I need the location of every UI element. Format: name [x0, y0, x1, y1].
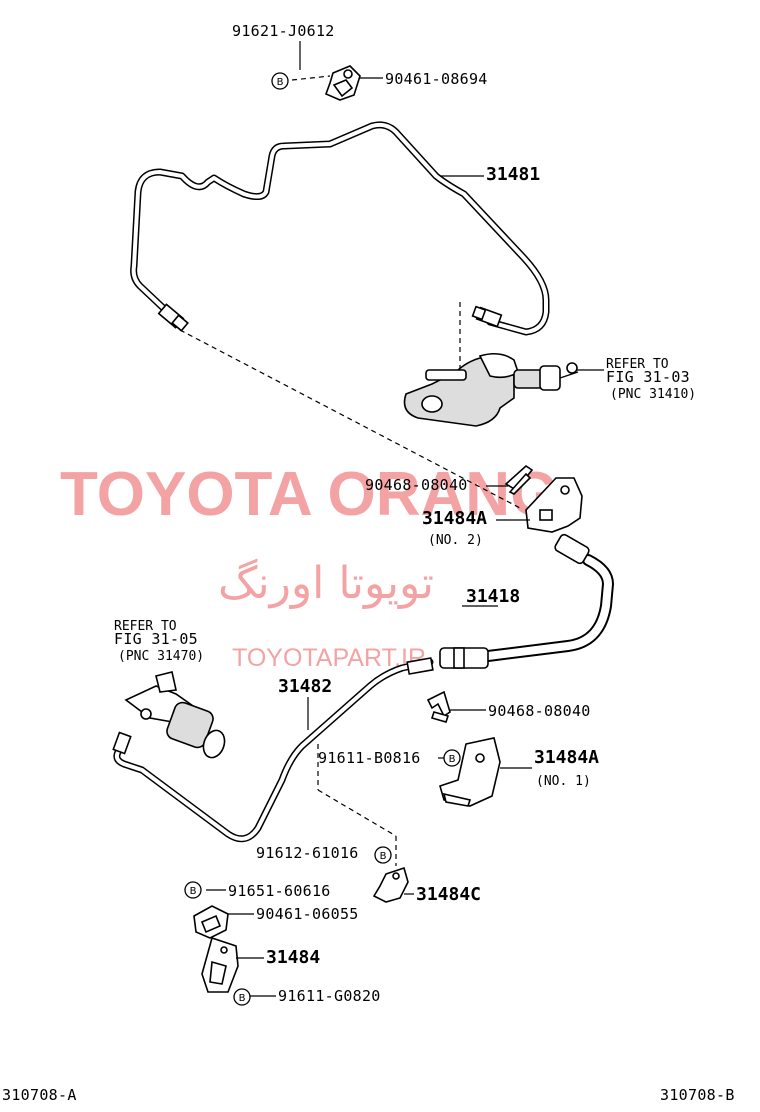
label-no1: (NO. 1)	[536, 774, 591, 789]
label-90461-06055: 90461-06055	[256, 905, 359, 923]
label-no2: (NO. 2)	[428, 533, 483, 548]
footer-left-code: 310708-A	[2, 1086, 77, 1104]
watermark-persian: تویوتا اورنگ	[218, 558, 434, 609]
label-31484A-no2: 31484A	[422, 508, 487, 529]
dash-91621	[291, 75, 331, 81]
release-cylinder-drawing	[124, 671, 226, 759]
svg-text:B: B	[380, 851, 387, 862]
svg-text:B: B	[190, 886, 197, 897]
bracket-31484A-no1-drawing	[439, 737, 501, 807]
footer-right-code: 310708-B	[660, 1086, 735, 1104]
label-91621-J0612: 91621-J0612	[232, 22, 335, 40]
dash-31481-bracket	[179, 329, 521, 509]
clamp-90461-08694-drawing	[324, 65, 361, 101]
clutch-pipe-31482	[112, 657, 434, 843]
bolt-callout-1: B	[271, 72, 289, 90]
bracket-31484-drawing	[201, 936, 239, 993]
dash-31482-c	[317, 789, 397, 837]
label-31481: 31481	[486, 164, 540, 185]
bolt-callout-3: B	[374, 846, 392, 864]
bracket-31484A-no2-drawing	[525, 477, 583, 533]
label-31484: 31484	[266, 947, 320, 968]
label-91611-B0816: 91611-B0816	[318, 749, 421, 767]
label-91651-60616: 91651-60616	[228, 882, 331, 900]
bolt-callout-5: B	[233, 988, 251, 1006]
label-ref1-line2: FIG 31-03	[606, 368, 690, 386]
flexible-hose-31418	[439, 533, 615, 669]
label-91611-G0820: 91611-G0820	[278, 987, 381, 1005]
label-31482: 31482	[278, 676, 332, 697]
label-ref1-line3: (PNC 31410)	[610, 387, 696, 402]
label-91612-61016: 91612-61016	[256, 844, 359, 862]
bolt-callout-2: B	[443, 749, 461, 767]
label-31484A-no1: 31484A	[534, 747, 599, 768]
label-90468-08040-mid: 90468-08040	[488, 702, 591, 720]
svg-text:B: B	[449, 754, 456, 765]
svg-text:B: B	[277, 77, 284, 88]
svg-text:B: B	[239, 993, 246, 1004]
clamp-90461-06055-drawing	[193, 905, 229, 939]
label-90461-08694: 90461-08694	[385, 70, 488, 88]
watermark-site: TOYOTAPART.IR	[232, 644, 426, 672]
master-cylinder-drawing	[403, 352, 579, 427]
bracket-31484C-drawing	[372, 866, 409, 903]
watermark-brand: TOYOTA ORANG	[60, 460, 558, 529]
label-ref2-line1: REFER TO	[114, 619, 177, 634]
label-ref2-line3: (PNC 31470)	[118, 649, 204, 664]
label-ref2-line2: FIG 31-05	[114, 630, 198, 648]
label-ref1-line1: REFER TO	[606, 357, 669, 372]
clutch-pipe-31481	[130, 121, 550, 336]
label-31418: 31418	[466, 586, 520, 607]
label-90468-08040-top: 90468-08040	[365, 476, 468, 494]
clip-90468-mid-drawing	[426, 690, 451, 723]
bolt-callout-4: B	[184, 881, 202, 899]
label-31484C: 31484C	[416, 884, 481, 905]
clip-90468-top-drawing	[504, 464, 534, 495]
